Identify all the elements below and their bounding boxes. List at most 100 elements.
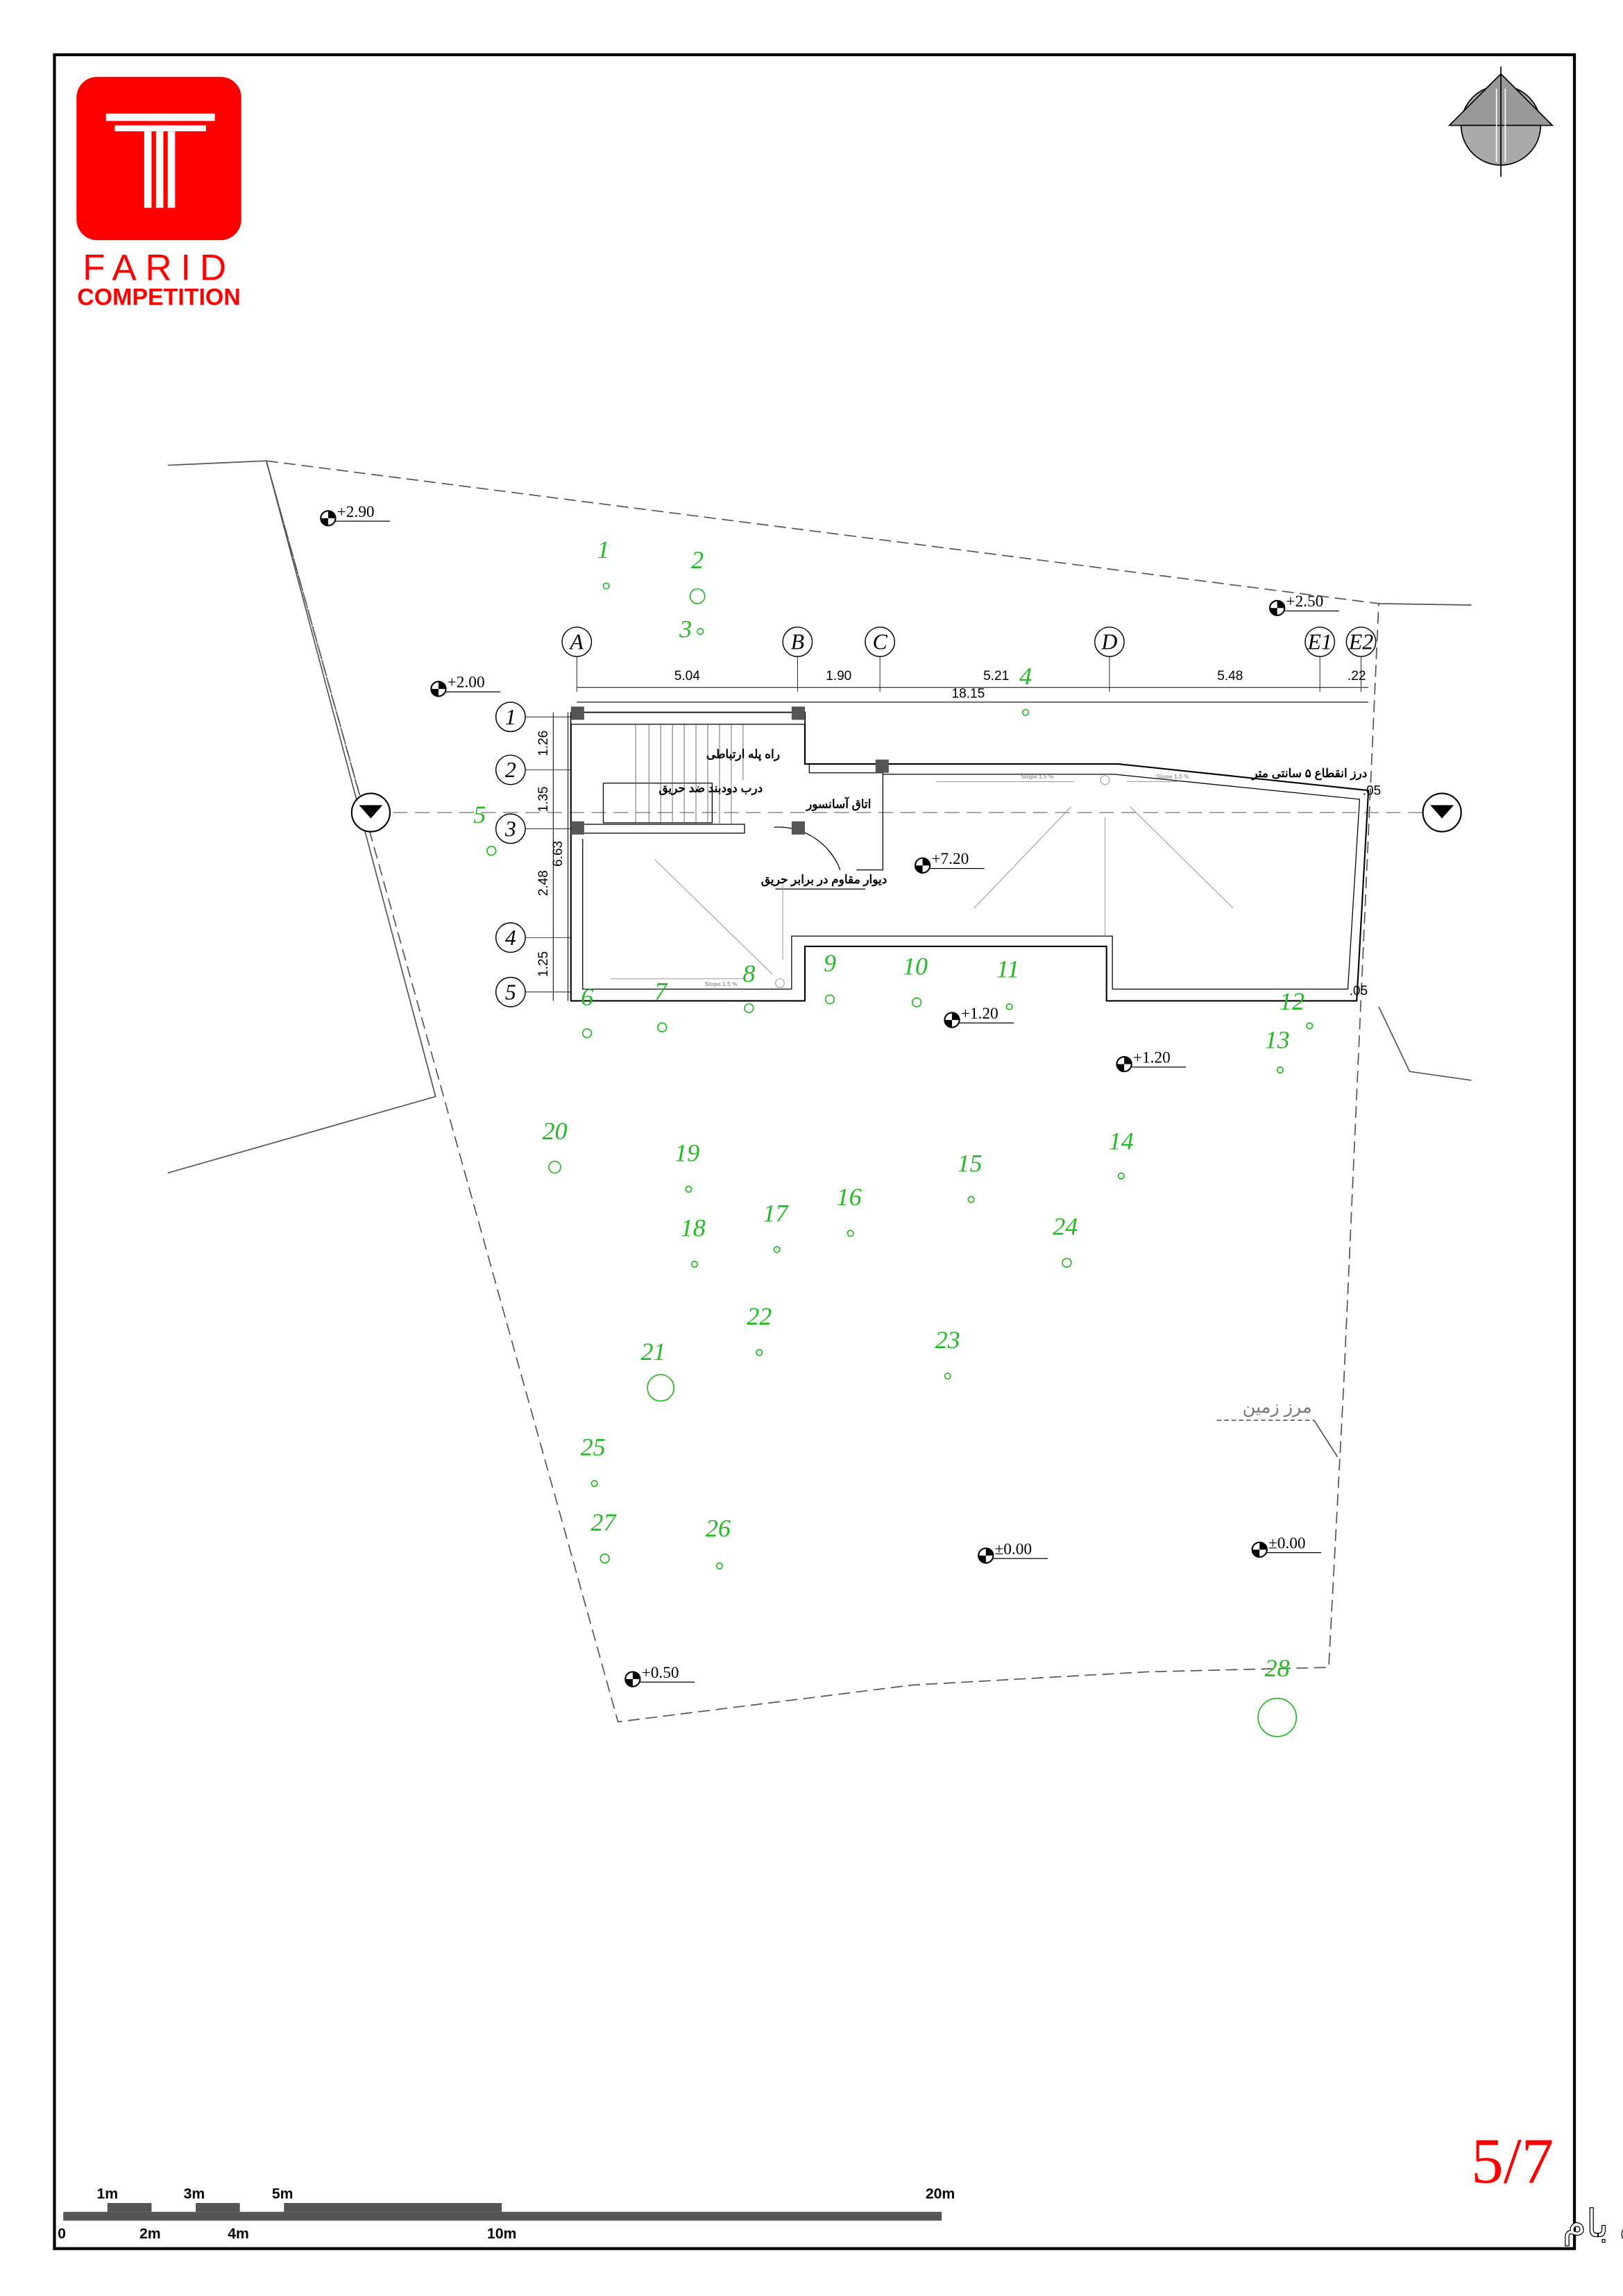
survey-point: 5 <box>473 801 497 856</box>
point-marker <box>689 588 706 604</box>
grid-axis-column: C <box>865 627 896 692</box>
point-label: 22 <box>747 1302 772 1330</box>
dimension-label: 18.15 <box>951 687 985 701</box>
svg-text:1: 1 <box>505 705 516 729</box>
elevation-value: +2.00 <box>448 674 485 692</box>
survey-point: 16 <box>837 1183 862 1237</box>
survey-point: 11 <box>996 955 1019 1011</box>
grid-axis-column: A <box>561 627 593 692</box>
point-marker <box>1306 1022 1314 1030</box>
sheet-border <box>53 53 1577 2250</box>
point-marker <box>1257 1697 1298 1737</box>
point-label: 1 <box>597 536 609 563</box>
point-label: 19 <box>674 1139 699 1167</box>
dimension-label: 5.04 <box>674 669 701 683</box>
point-label: 24 <box>1053 1213 1078 1241</box>
point-label: 26 <box>706 1514 731 1542</box>
survey-point: 6 <box>581 983 593 1039</box>
grid-axis-column: E1 <box>1305 627 1336 692</box>
logo-subtitle: COMPETITION <box>77 284 240 310</box>
dimension-label: 6.63 <box>551 841 566 867</box>
logo: FARID COMPETITION <box>76 76 241 310</box>
point-marker <box>548 1160 561 1174</box>
point-label: 8 <box>742 960 755 987</box>
point-marker <box>486 845 497 856</box>
elevator-room-label: اتاق آسانسور <box>805 797 871 812</box>
point-marker <box>744 1003 754 1014</box>
point-label: 11 <box>996 955 1019 983</box>
elevation-value: +1.20 <box>961 1005 999 1023</box>
scale-label: 2m <box>139 2226 161 2242</box>
logo-name: FARID <box>83 247 235 288</box>
svg-text:4: 4 <box>505 926 516 950</box>
point-label: 25 <box>581 1434 606 1461</box>
point-label: 15 <box>957 1149 982 1177</box>
elevation-marker: +1.20 <box>944 1005 1014 1028</box>
survey-point: 26 <box>706 1514 731 1570</box>
point-marker <box>967 1196 975 1203</box>
survey-point: 2 <box>689 546 706 604</box>
survey-point: 21 <box>641 1338 675 1402</box>
stair-label: راه پله ارتباطی <box>706 748 780 762</box>
dimension-label: 1.35 <box>536 786 551 812</box>
survey-point: 13 <box>1265 1026 1290 1074</box>
point-marker <box>647 1374 675 1402</box>
point-label: 14 <box>1109 1128 1134 1155</box>
survey-point: 22 <box>747 1302 772 1357</box>
columns <box>570 706 889 835</box>
scale-label: 3m <box>184 2186 205 2202</box>
north-arrow-icon <box>1447 66 1554 177</box>
grid-axis-row: 3 <box>495 813 571 844</box>
survey-point: 15 <box>957 1149 982 1203</box>
point-marker <box>685 1185 692 1193</box>
point-marker <box>602 582 610 590</box>
scale-label: 10m <box>487 2226 516 2242</box>
svg-text:E2: E2 <box>1348 630 1373 654</box>
elevation-value: ±0.00 <box>995 1540 1033 1558</box>
point-marker <box>581 1028 593 1039</box>
point-label: 16 <box>837 1183 862 1211</box>
elevation-marker: +2.00 <box>430 674 500 697</box>
point-marker <box>756 1349 763 1357</box>
scale-label: 4m <box>228 2226 249 2242</box>
point-label: 28 <box>1265 1654 1290 1682</box>
survey-point: 25 <box>581 1434 606 1488</box>
scale-label: 0 <box>58 2226 66 2242</box>
point-label: 20 <box>542 1117 567 1145</box>
point-marker <box>1005 1003 1013 1011</box>
grid-axis-row: 5 <box>495 976 571 1007</box>
dimension-label: 2.48 <box>536 870 551 896</box>
point-marker <box>697 628 704 636</box>
scale-label: 1m <box>96 2186 118 2202</box>
scale-bar <box>63 2202 942 2221</box>
elevation-marker: +7.20 <box>914 850 985 874</box>
point-marker <box>690 1260 699 1268</box>
point-label: 5 <box>473 801 486 828</box>
point-marker <box>1117 1172 1125 1180</box>
elevation-value: ±0.00 <box>1268 1534 1306 1552</box>
point-marker <box>847 1230 854 1237</box>
elevation-marker: +2.90 <box>320 503 390 527</box>
fire-door-label: درب دودبند ضد حریق <box>658 781 763 795</box>
gap-mark: .05 <box>1363 784 1382 799</box>
point-marker <box>590 1479 598 1488</box>
slope-label: Slope 1.5 % <box>705 980 738 987</box>
survey-point: 23 <box>935 1326 960 1380</box>
sheet-number: 5/7 <box>1471 2125 1554 2197</box>
dimension-lines <box>552 687 1369 1001</box>
point-label: 23 <box>935 1326 960 1354</box>
point-marker <box>911 997 922 1007</box>
elevation-marker: +2.50 <box>1269 593 1339 616</box>
survey-point: 17 <box>763 1200 790 1253</box>
slope-arrows <box>611 775 1234 988</box>
svg-text:3: 3 <box>504 817 516 841</box>
point-label: 4 <box>1019 663 1032 690</box>
survey-point: 24 <box>1053 1213 1078 1268</box>
land-boundary-label: مرز زمین <box>1243 1397 1312 1418</box>
grid-axis-row: 1 <box>495 701 571 733</box>
point-marker <box>824 994 835 1005</box>
section-marker-left-icon <box>350 792 391 833</box>
survey-point: 1 <box>597 536 610 590</box>
elevation-marker: ±0.00 <box>1251 1534 1322 1558</box>
slope-label: Slope 1.5 % <box>1021 773 1054 780</box>
